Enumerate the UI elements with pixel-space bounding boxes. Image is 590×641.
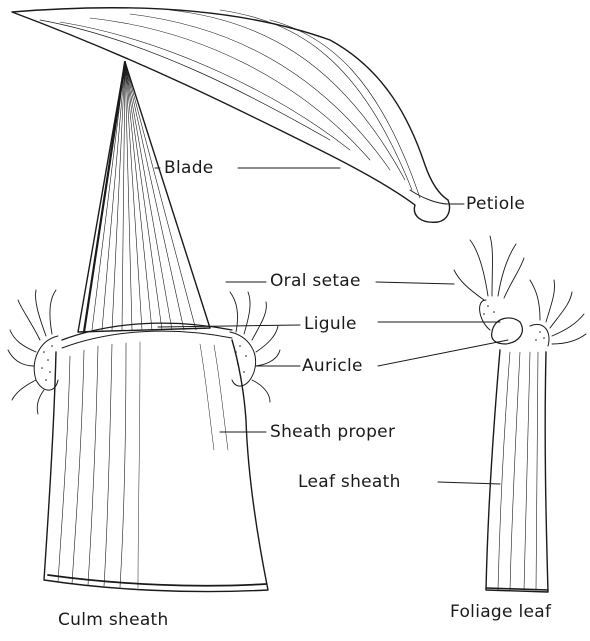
sheath-proper-label: Sheath proper [270,424,395,441]
foliage-blade [12,8,450,223]
auricle-label: Auricle [302,358,363,375]
oral-setae-label: Oral setae [270,273,361,290]
foliage-leaf-caption: Foliage leaf [450,604,551,621]
culm-sheath-auricle-right [230,292,280,402]
culm-sheath-proper [44,340,268,592]
culm-sheath-blade [78,62,210,332]
culm-sheath-ligule [62,323,232,348]
culm-sheath-auricle-left [8,290,58,414]
blade-label: Blade [164,160,214,177]
ligule-label: Ligule [304,316,357,333]
culm-sheath-caption: Culm sheath [58,612,169,629]
foliage-leaf-sheath [454,236,586,592]
leaf-sheath-label: Leaf sheath [298,474,401,491]
stipple [41,305,545,381]
petiole-label: Petiole [466,196,525,213]
